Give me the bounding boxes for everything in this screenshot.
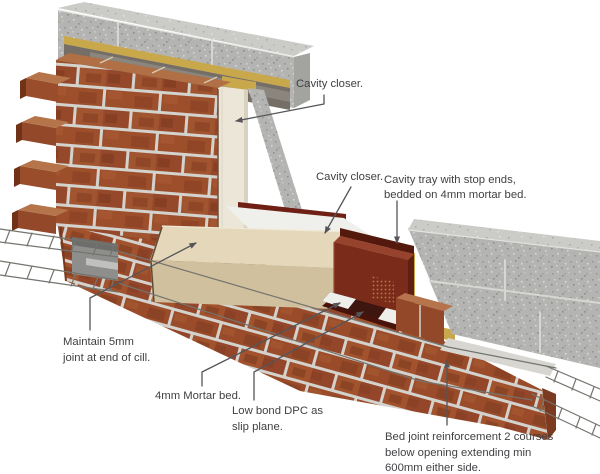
blockwork-reveal-strip <box>248 88 302 213</box>
wall-end-recess <box>72 237 118 281</box>
label-mortar-bed: 4mm Mortar bed. <box>155 390 241 402</box>
label-bed-joint-1: Bed joint reinforcement 2 courses <box>385 431 554 443</box>
label-bed-joint-3: 600mm either side. <box>385 462 481 474</box>
leader-lines <box>89 94 450 426</box>
label-low-bond-2: slip plane. <box>232 421 283 433</box>
toothed-bricks <box>12 72 71 234</box>
label-cavity-tray-1: Cavity tray with stop ends, <box>384 174 516 186</box>
label-cavity-closer-top: Cavity closer. <box>296 78 363 90</box>
leader-mortar-bed <box>201 302 341 387</box>
leader-cavity-closer-mid <box>324 186 352 234</box>
leader-maintain-joint <box>89 242 197 331</box>
brick-beside-tray <box>396 293 453 344</box>
brick-wall-upper-panel <box>56 53 231 250</box>
label-bed-joint-2: below opening extending min <box>385 447 531 459</box>
leader-cavity-closer-top <box>235 94 325 123</box>
annotations: Cavity closer. Cavity closer. Cavity tra… <box>62 78 554 474</box>
low-bond-dpc <box>342 298 386 318</box>
label-maintain-joint-1: Maintain 5mm <box>63 336 134 348</box>
label-cavity-closer-mid: Cavity closer. <box>316 171 383 183</box>
bed-joint-reinforcement-wires <box>0 228 600 439</box>
label-cavity-tray-2: bedded on 4mm mortar bed. <box>384 189 527 201</box>
tray-perforation <box>372 276 394 304</box>
insulation-jamb-return <box>222 76 256 92</box>
label-low-bond-1: Low bond DPC as <box>232 405 323 417</box>
leader-low-bond-dpc <box>253 311 364 401</box>
label-maintain-joint-2: joint at end of cill. <box>62 352 150 364</box>
stone-cill <box>150 225 362 312</box>
